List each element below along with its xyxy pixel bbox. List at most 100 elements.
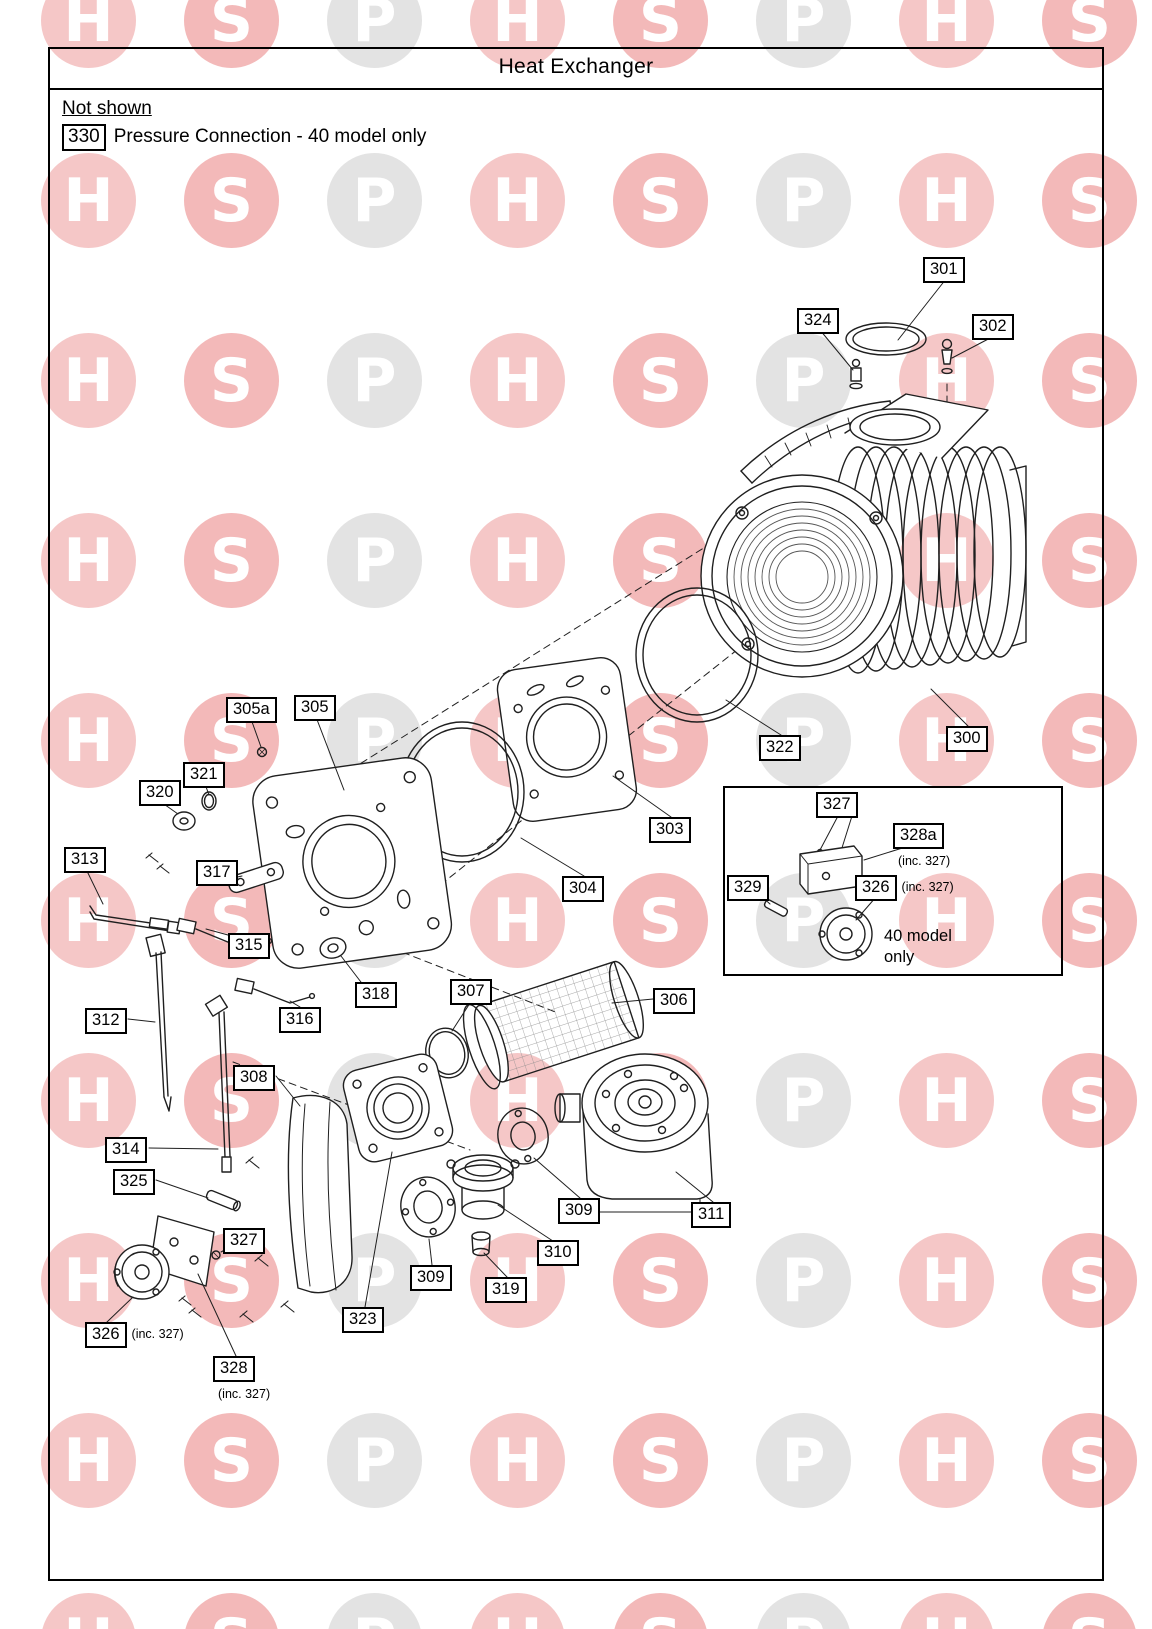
- part-number: 328a: [893, 823, 944, 849]
- watermark-letter-h: H: [41, 693, 136, 788]
- part-label-312: 312: [85, 1008, 127, 1034]
- part-309-gasket-lower: [400, 1176, 456, 1238]
- watermark-letter-p: P: [327, 1413, 422, 1508]
- part-label-302: 302: [972, 314, 1014, 340]
- part-label-318: 318: [355, 982, 397, 1008]
- part-316-electrode: [234, 977, 316, 1004]
- part-label-325: 325: [113, 1169, 155, 1195]
- watermark-letter-p: P: [327, 153, 422, 248]
- part-number: 321: [183, 762, 225, 788]
- part-number: 309: [558, 1198, 600, 1224]
- part-number: 317: [196, 860, 238, 886]
- part-label-319: 319: [485, 1277, 527, 1303]
- part-301-gasket: [845, 322, 927, 356]
- part-label-309-lower: 309: [410, 1265, 452, 1291]
- part-label-324: 324: [797, 308, 839, 334]
- part-label-305a: 305a: [226, 697, 277, 723]
- part-label-306: 306: [653, 988, 695, 1014]
- watermark-letter-h: H: [41, 153, 136, 248]
- part-label-315: 315: [228, 933, 270, 959]
- watermark-letter-p: P: [756, 1233, 851, 1328]
- part-number: 315: [228, 933, 270, 959]
- part-number: 327: [816, 792, 858, 818]
- watermark-letter-h: H: [899, 1413, 994, 1508]
- part-303-plate: [496, 657, 638, 823]
- part-label-320: 320: [139, 780, 181, 806]
- part-323-flange: [342, 1053, 454, 1163]
- part-label-314: 314: [105, 1137, 147, 1163]
- watermark-letter-h: H: [470, 153, 565, 248]
- part-305a-screw: [256, 746, 268, 758]
- part-number: 312: [85, 1008, 127, 1034]
- not-shown-item: 330 Pressure Connection - 40 model only: [62, 124, 426, 151]
- watermark-letter-p: P: [756, 153, 851, 248]
- part-number: 323: [342, 1307, 384, 1333]
- part-label-note: (inc. 327): [131, 1327, 184, 1341]
- part-label-303: 303: [649, 817, 691, 843]
- not-shown-heading: Not shown: [62, 98, 152, 119]
- part-label-inset-329: 329: [727, 875, 769, 901]
- part-label-304: 304: [562, 876, 604, 902]
- part-311-fan: [554, 1053, 713, 1213]
- part-label-note: (inc. 327): [218, 1386, 271, 1401]
- part-number: 313: [64, 847, 106, 873]
- part-number: 326: [855, 875, 897, 901]
- part-label-note: (inc. 327): [898, 853, 951, 868]
- part-number: 326: [85, 1322, 127, 1348]
- watermark-letter-h: H: [899, 873, 994, 968]
- part-number: 306: [653, 988, 695, 1014]
- watermark-letter-s: S: [613, 873, 708, 968]
- part-label-328: 328(inc. 327): [213, 1356, 270, 1401]
- watermark-letter-h: H: [41, 0, 136, 68]
- page-border: [48, 47, 1104, 1581]
- watermark-letter-h: H: [41, 1413, 136, 1508]
- watermark-letter-s: S: [613, 333, 708, 428]
- inset-note: 40 model only: [884, 927, 952, 967]
- watermark-letter-s: S: [184, 153, 279, 248]
- part-label-309-upper: 309: [558, 1198, 600, 1224]
- watermark-letter-p: P: [327, 513, 422, 608]
- watermark-letter-h: H: [41, 513, 136, 608]
- watermark-letter-s: S: [1042, 513, 1137, 608]
- watermark-letter-h: H: [470, 333, 565, 428]
- part-number: 305a: [226, 697, 277, 723]
- watermark-letter-p: P: [756, 1053, 851, 1148]
- watermark-letter-s: S: [613, 1413, 708, 1508]
- part-314-probe: [204, 994, 232, 1173]
- part-318-gasket: [319, 937, 347, 959]
- part-313-electrode: [89, 905, 182, 935]
- part-number: 329: [727, 875, 769, 901]
- part-label-322: 322: [759, 735, 801, 761]
- part-number: 314: [105, 1137, 147, 1163]
- part-number: 325: [113, 1169, 155, 1195]
- part-label-300: 300: [946, 726, 988, 752]
- part-324-sensor: [849, 358, 863, 390]
- part-number: 301: [923, 257, 965, 283]
- part-number: 316: [279, 1007, 321, 1033]
- part-label-310: 310: [537, 1240, 579, 1266]
- part-label-inset-327: 327: [816, 792, 858, 818]
- watermark-letter-h: H: [41, 1053, 136, 1148]
- part-label-327: 327: [223, 1228, 265, 1254]
- watermark-letter-s: S: [613, 513, 708, 608]
- part-number: 304: [562, 876, 604, 902]
- watermark-letter-h: H: [899, 1053, 994, 1148]
- part-number: 322: [759, 735, 801, 761]
- watermark-letter-s: S: [184, 513, 279, 608]
- watermark-letter-h: H: [470, 0, 565, 68]
- part-number: 318: [355, 982, 397, 1008]
- part-322-gasket: [635, 587, 759, 723]
- part-number: 319: [485, 1277, 527, 1303]
- part-312-probe: [145, 933, 172, 1112]
- part-label-note: (inc. 327): [901, 880, 954, 894]
- part-321-320-sight-glass: [145, 791, 217, 874]
- part-number: 311: [691, 1202, 732, 1228]
- heat-exchanger-body: [700, 393, 1027, 678]
- part-number: 310: [537, 1240, 579, 1266]
- part-number: 324: [797, 308, 839, 334]
- watermark-letter-s: S: [613, 153, 708, 248]
- watermark-letter-p: P: [327, 333, 422, 428]
- inset-panel: [723, 786, 1063, 976]
- watermark-letter-s: S: [184, 1413, 279, 1508]
